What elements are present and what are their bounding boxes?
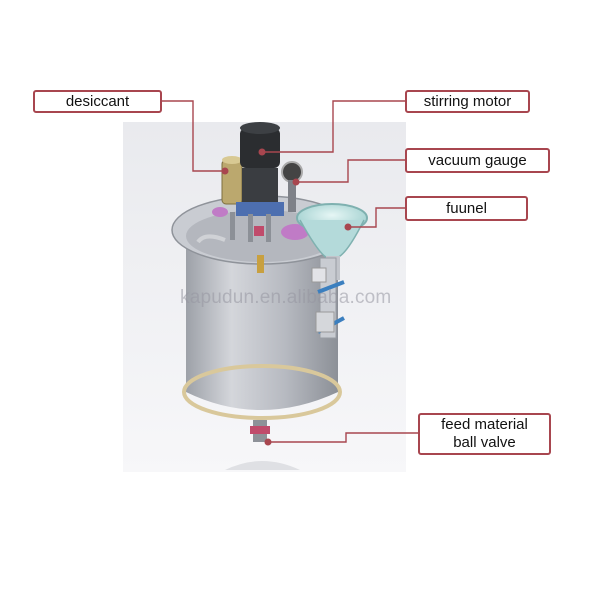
leader-vacuum-gauge xyxy=(296,159,406,183)
label-vacuum-gauge: vacuum gauge xyxy=(405,148,550,173)
leader-desiccant xyxy=(162,100,225,172)
flange xyxy=(281,224,309,240)
vacuum-gauge-dial xyxy=(281,161,303,183)
leader-funnel xyxy=(348,207,406,228)
motor-gearbox xyxy=(242,168,278,204)
label-feed-valve-line1: feed material xyxy=(441,416,528,433)
label-feed-valve-line2: ball valve xyxy=(453,434,516,451)
label-funnel: fuunel xyxy=(405,196,528,221)
label-feed-valve: feed material ball valve xyxy=(418,413,551,455)
motor-body xyxy=(240,128,280,168)
motor-mount xyxy=(236,202,284,216)
label-desiccant: desiccant xyxy=(33,90,162,113)
label-stirring-motor-text: stirring motor xyxy=(423,92,512,110)
bottom-ring xyxy=(182,364,342,420)
upper-valve-handle xyxy=(317,280,345,294)
label-stirring-motor: stirring motor xyxy=(405,90,530,113)
lid-handle xyxy=(196,234,226,244)
tank-body xyxy=(186,238,338,410)
desiccant-canister xyxy=(221,159,243,205)
label-desiccant-text: desiccant xyxy=(65,92,130,110)
leader-feed-valve xyxy=(268,432,418,443)
label-vacuum-gauge-text: vacuum gauge xyxy=(428,151,527,169)
leader-stirring-motor xyxy=(262,100,406,153)
watermark-text: kapudun.en.alibaba.com xyxy=(180,287,392,308)
label-funnel-text: fuunel xyxy=(446,199,487,217)
